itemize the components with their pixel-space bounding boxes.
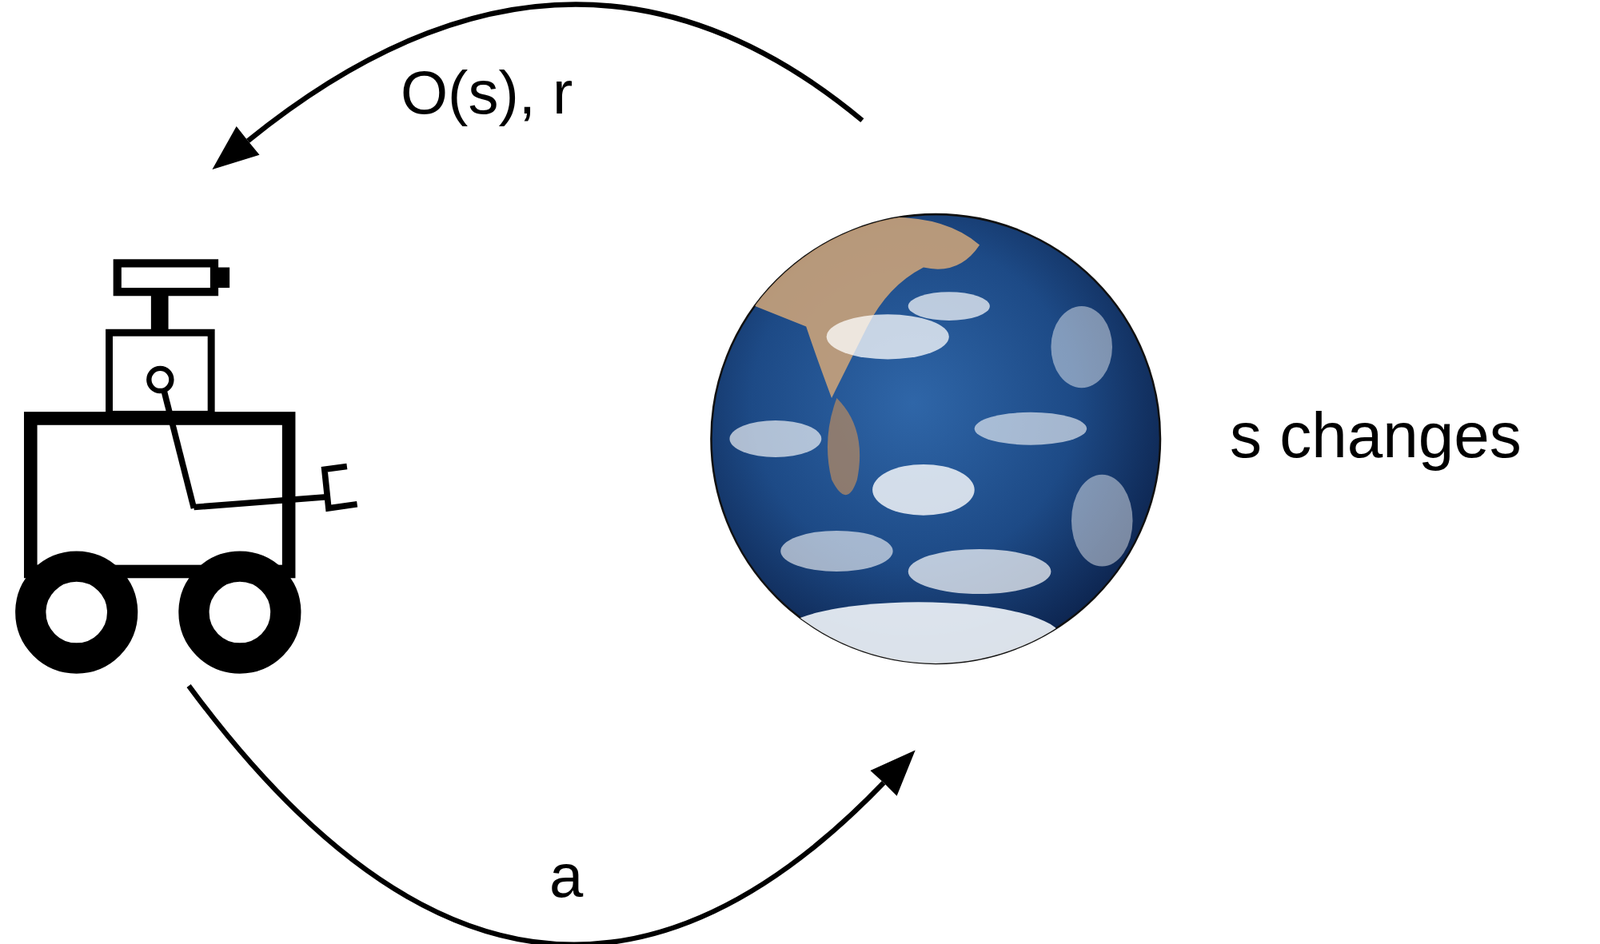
earth-cloud	[780, 530, 893, 572]
earth-cloud	[872, 464, 975, 516]
robot-head	[109, 332, 212, 415]
robot-arm	[163, 387, 194, 509]
robot-camera	[117, 263, 215, 292]
action-arrow	[188, 686, 884, 944]
robot-agent	[30, 263, 357, 659]
earth-cloud	[908, 549, 1052, 595]
earth-cloud	[729, 420, 822, 458]
earth	[710, 214, 1161, 675]
arrow-head	[211, 126, 260, 170]
action-label: a	[549, 845, 583, 907]
state-label: s changes	[1229, 403, 1522, 468]
feedback-label: O(s), r	[400, 62, 573, 124]
robot-post	[151, 291, 169, 333]
robot-wheel	[193, 566, 286, 659]
earth-cloud	[826, 314, 950, 360]
arrow-head	[869, 750, 915, 796]
robot-lens	[214, 267, 230, 289]
earth-cloud	[1050, 306, 1113, 388]
robot-gripper	[324, 466, 358, 508]
robot-body	[30, 418, 289, 572]
earth-cloud	[1071, 474, 1134, 567]
robot-arm	[193, 497, 327, 508]
earth-cloud	[908, 291, 990, 321]
robot-joint	[148, 368, 172, 392]
earth-globe	[710, 214, 1161, 664]
feedback-arrow	[247, 3, 862, 141]
earth-cloud	[775, 602, 1062, 674]
earth-land	[827, 398, 860, 495]
robot-wheel	[30, 566, 123, 659]
earth-cloud	[974, 412, 1087, 446]
